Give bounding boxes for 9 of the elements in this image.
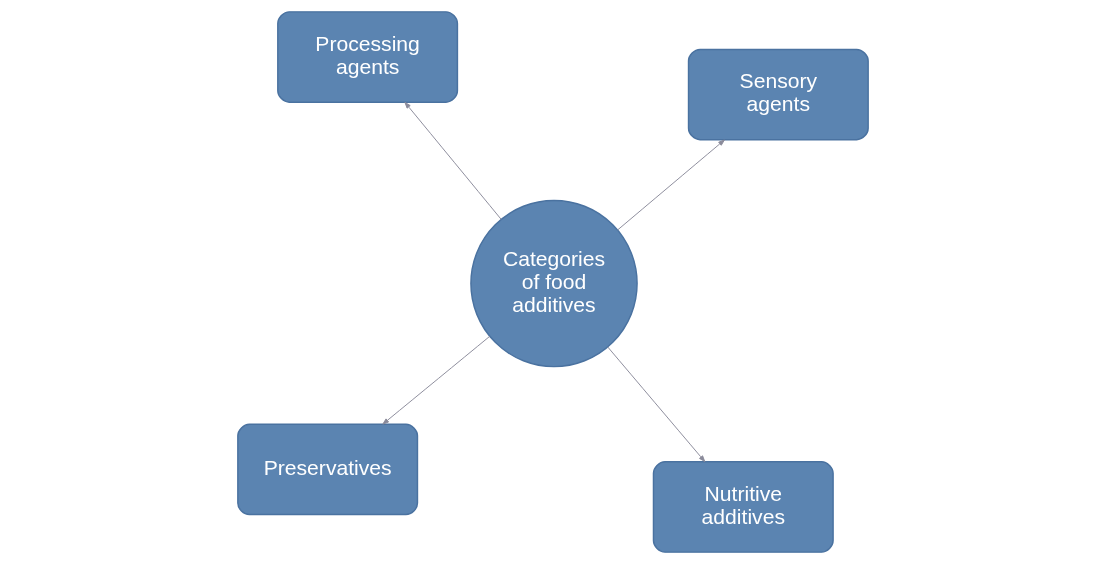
arrow [617, 139, 725, 231]
node-box: Nutritive additives [652, 461, 834, 553]
arrow [382, 335, 491, 425]
node-box: Processing agents [277, 11, 459, 103]
arrow [607, 346, 706, 462]
node-box: Sensory agents [687, 48, 869, 141]
node-circle: Categories of food additives [470, 199, 638, 368]
node-box: Preservatives [237, 423, 419, 516]
arrow [404, 101, 502, 220]
